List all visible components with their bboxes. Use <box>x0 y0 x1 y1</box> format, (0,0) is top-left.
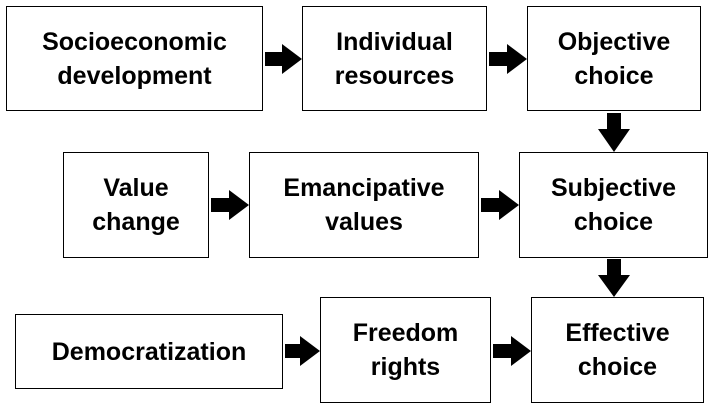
arrow-emancipative-to-subjective <box>481 190 519 220</box>
box-effective-choice: Effective choice <box>531 297 704 403</box>
box-emancipative-values: Emancipative values <box>249 152 479 258</box>
box-label-socioeconomic-development: Socioeconomic development <box>42 27 227 90</box>
box-socioeconomic-development: Socioeconomic development <box>6 6 263 111</box>
arrow-freedom-to-effective <box>493 336 531 366</box>
box-subjective-choice: Subjective choice <box>519 152 708 258</box>
box-objective-choice: Objective choice <box>527 6 701 111</box>
arrow-democratization-to-freedom <box>285 336 320 366</box>
box-label-value-change: Value change <box>92 174 180 236</box>
box-label-subjective-choice: Subjective choice <box>550 174 677 236</box>
box-label-individual-resources: Individual resources <box>334 27 455 90</box>
box-label-objective-choice: Objective choice <box>557 27 671 90</box>
arrow-resources-to-objective <box>489 44 527 74</box>
box-label-freedom-rights: Freedom rights <box>352 319 459 381</box>
arrow-objective-to-subjective <box>598 113 630 152</box>
arrow-socioeconomic-to-resources <box>265 44 302 74</box>
arrow-subjective-to-effective <box>598 259 630 297</box>
arrow-value-change-to-emancipative <box>211 190 249 220</box>
box-label-effective-choice: Effective choice <box>565 319 670 381</box>
box-freedom-rights: Freedom rights <box>320 297 491 403</box>
box-value-change: Value change <box>63 152 209 258</box>
box-democratization: Democratization <box>15 314 283 389</box>
box-individual-resources: Individual resources <box>302 6 487 111</box>
box-label-emancipative-values: Emancipative values <box>283 174 445 236</box>
box-label-democratization: Democratization <box>51 337 247 366</box>
